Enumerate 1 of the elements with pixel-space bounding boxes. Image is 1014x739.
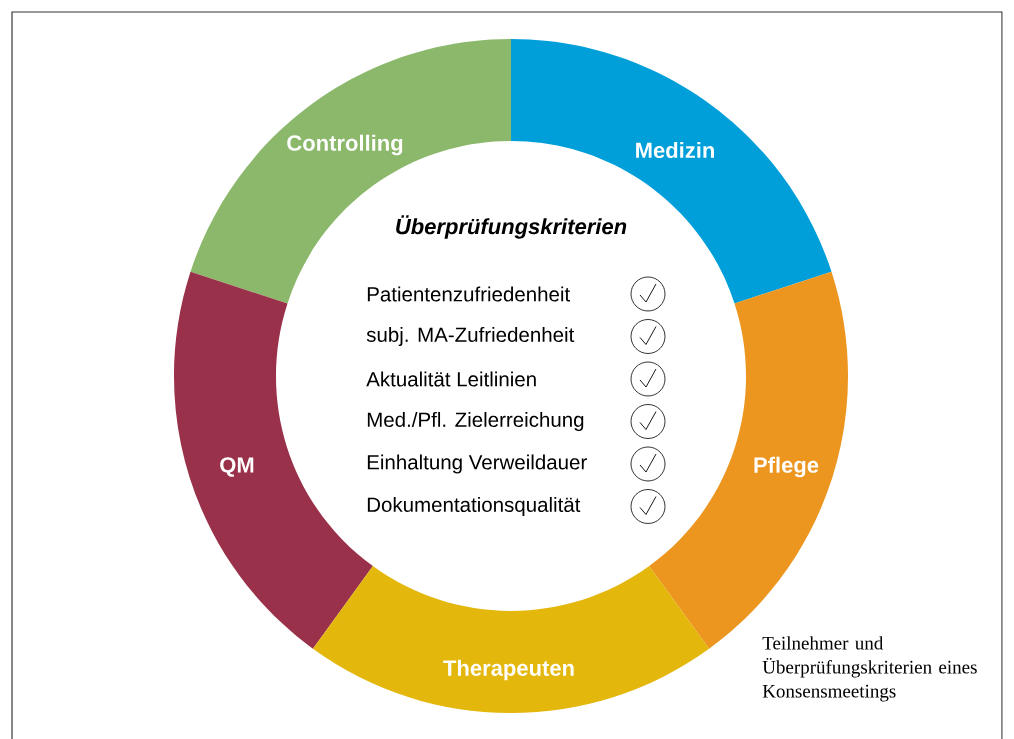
ring-segment: Therapeuten	[312, 566, 710, 713]
